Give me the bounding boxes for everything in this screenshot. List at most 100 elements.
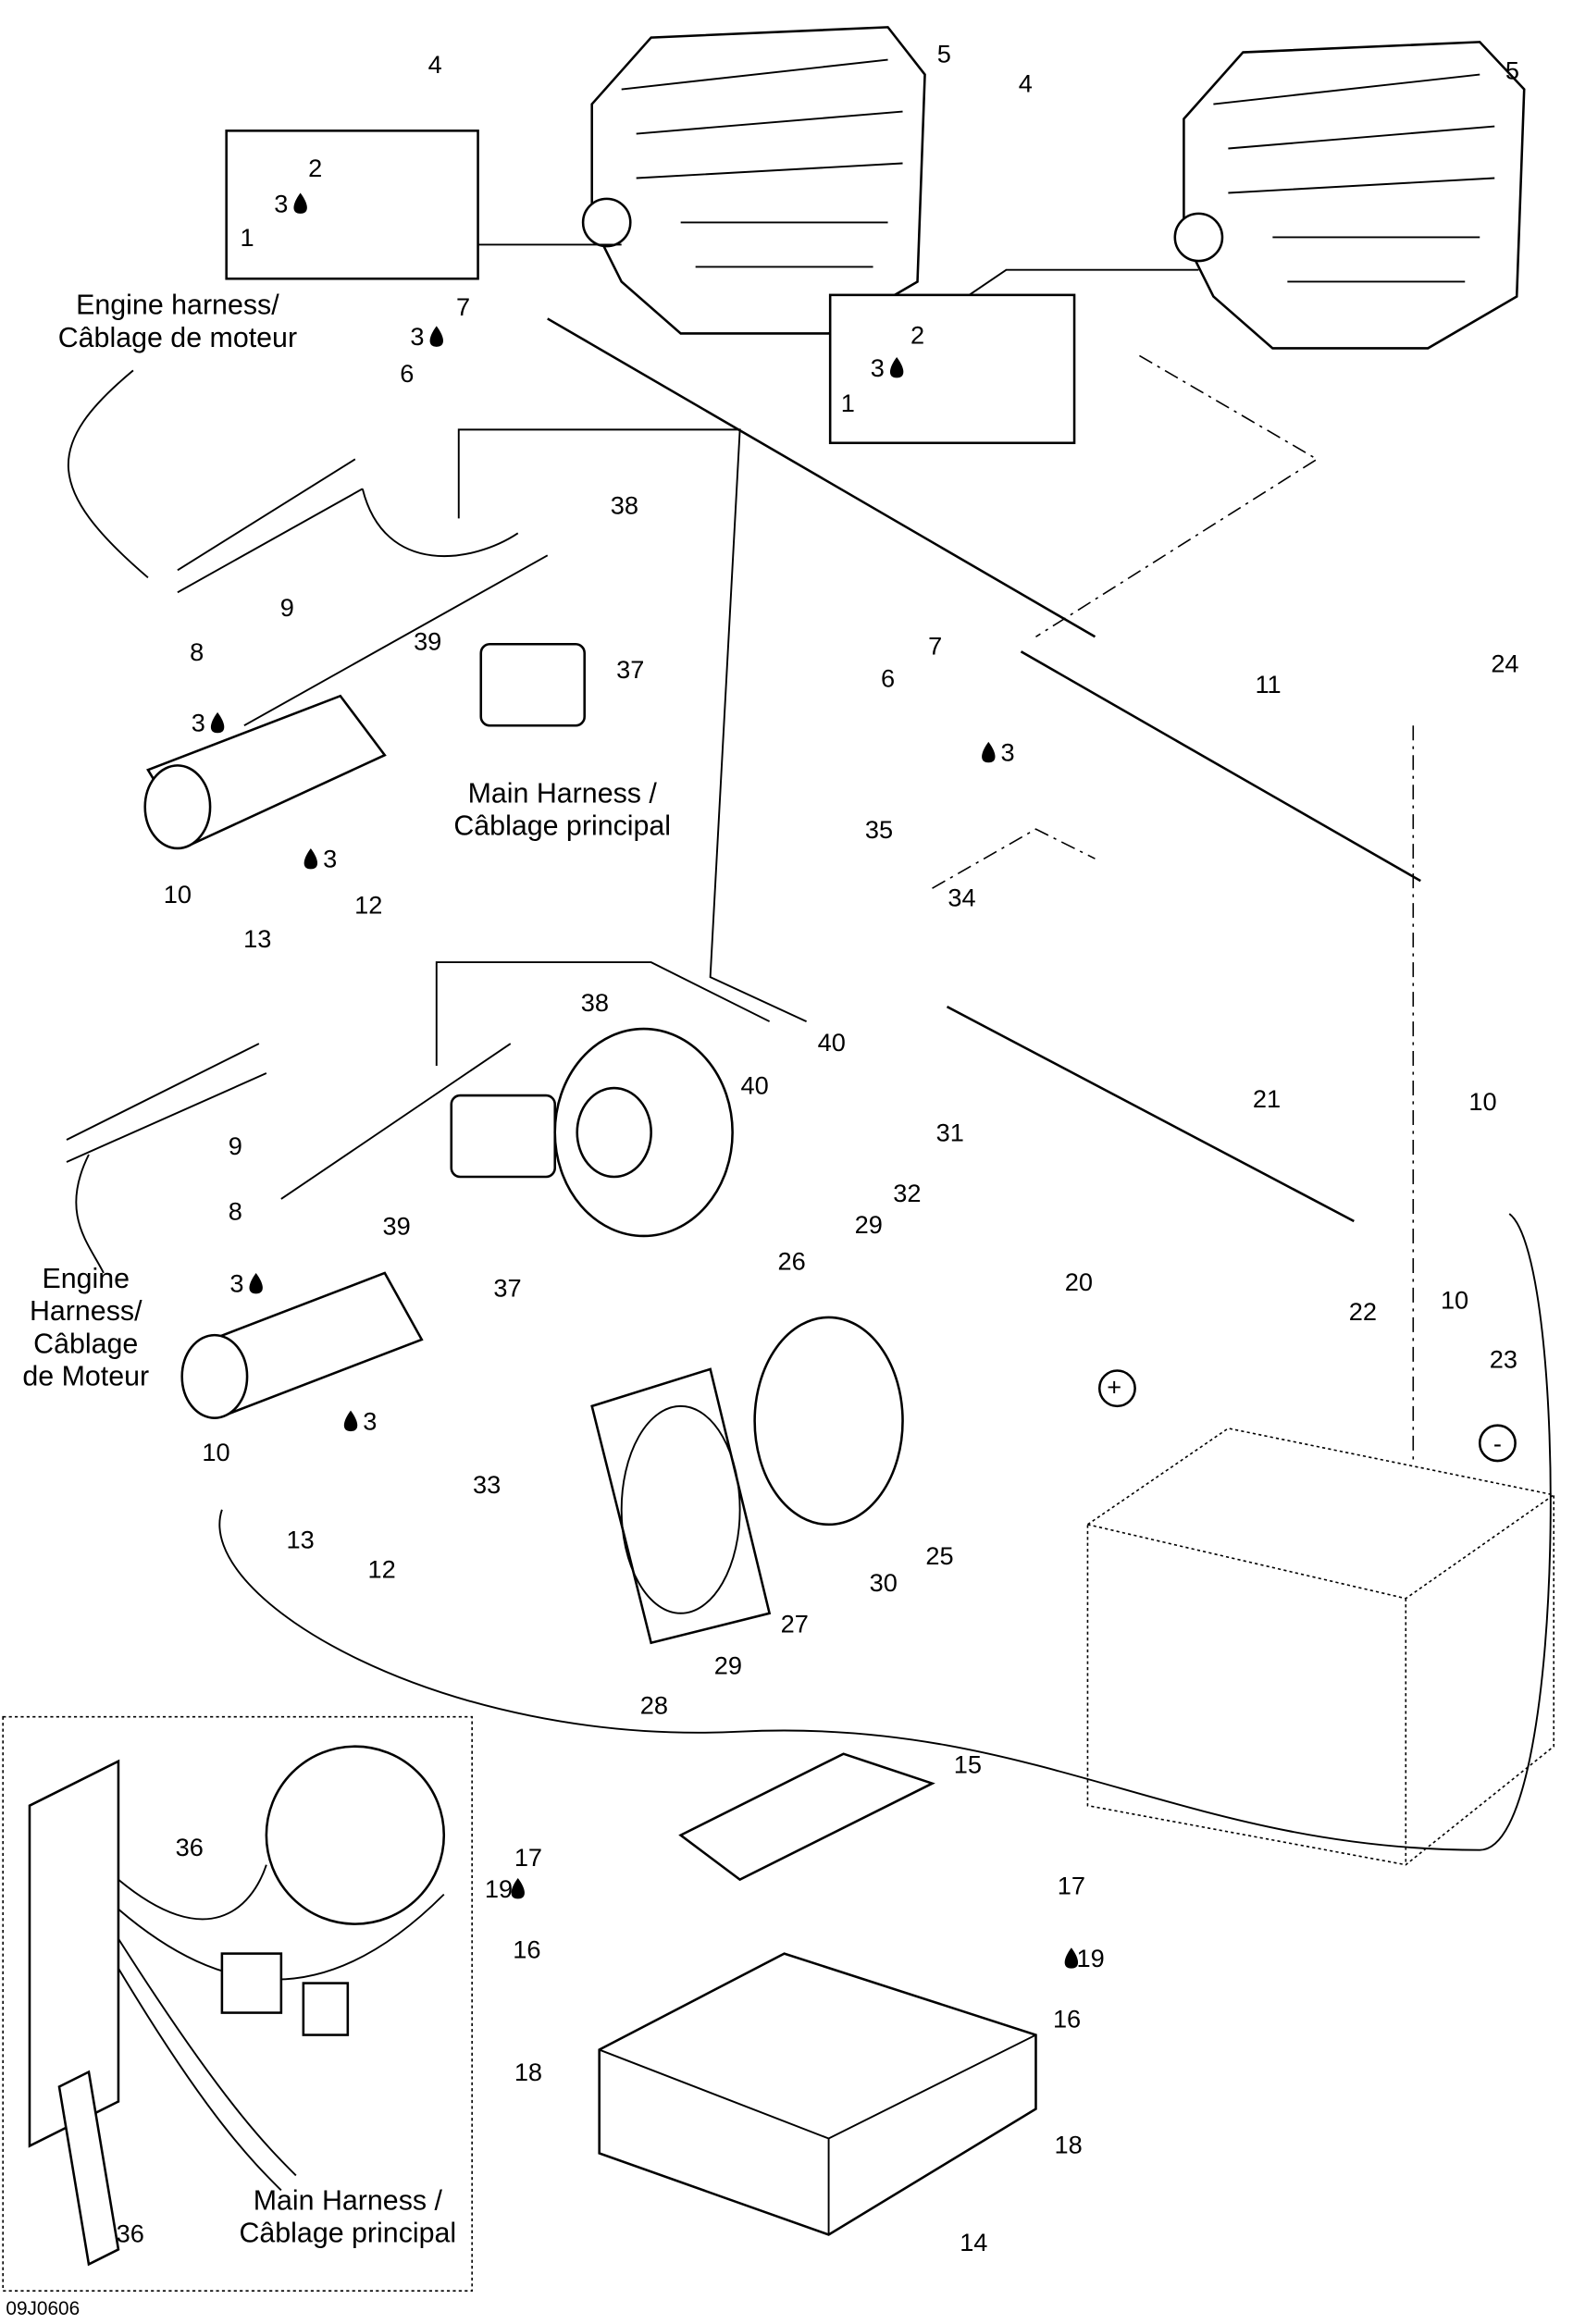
callout-14: 14 — [960, 2228, 987, 2256]
callout-3: 3 — [871, 353, 885, 382]
callout-12: 12 — [367, 1554, 395, 1583]
callout-10: 10 — [1468, 1087, 1496, 1116]
callout-39: 39 — [414, 627, 441, 656]
callout-25: 25 — [925, 1541, 953, 1570]
harness-label: Câblage principal — [239, 2217, 456, 2248]
drop-icon — [511, 1878, 525, 1899]
callout-3: 3 — [274, 189, 288, 217]
engine-left — [581, 26, 926, 335]
harness-label: Main Harness / — [468, 777, 658, 809]
battery — [1086, 1369, 1555, 1866]
callout-10: 10 — [1441, 1285, 1468, 1314]
callout-17: 17 — [1058, 1872, 1085, 1900]
solenoid-upper — [479, 642, 586, 727]
harness-label: Main Harness / — [254, 2184, 443, 2216]
callout-4: 4 — [428, 50, 442, 79]
callout-28: 28 — [640, 1691, 668, 1720]
drop-icon — [249, 1272, 263, 1294]
callout-38: 38 — [581, 988, 609, 1017]
callout-3: 3 — [192, 709, 205, 737]
callout-29: 29 — [855, 1210, 883, 1239]
callout-36: 36 — [176, 1833, 204, 1861]
callout-3: 3 — [363, 1406, 377, 1435]
gaskets — [590, 1316, 904, 1645]
callout-+: + — [1107, 1373, 1121, 1402]
drop-icon — [982, 741, 996, 763]
harness-label: de Moteur — [22, 1360, 149, 1391]
diagram-code: 09J0606 — [6, 2298, 80, 2319]
drop-icon — [303, 847, 318, 870]
callout-9: 9 — [280, 593, 294, 622]
callout-29: 29 — [714, 1650, 742, 1679]
callout-3: 3 — [410, 322, 424, 351]
callout-12: 12 — [354, 890, 382, 919]
solenoid-lower — [450, 1094, 556, 1179]
callout-18: 18 — [514, 2058, 542, 2086]
callout-8: 8 — [229, 1196, 242, 1225]
stator-assembly — [553, 1027, 734, 1238]
starter-lower — [180, 1271, 424, 1419]
harness-label: Câblage principal — [453, 810, 671, 842]
callout-3: 3 — [1001, 738, 1015, 767]
callout-34: 34 — [948, 883, 975, 911]
callout-22: 22 — [1349, 1297, 1377, 1326]
harness-label: Câblage de moteur — [58, 322, 297, 353]
callout-2: 2 — [308, 154, 322, 182]
callout-6: 6 — [400, 359, 414, 388]
drop-icon — [343, 1410, 358, 1432]
callout-13: 13 — [243, 924, 271, 953]
callout-19: 19 — [485, 1874, 513, 1903]
callout-16: 16 — [513, 1935, 540, 1963]
callout-13: 13 — [287, 1525, 315, 1553]
callout-32: 32 — [893, 1179, 921, 1207]
callout-20: 20 — [1065, 1267, 1093, 1296]
callout-2: 2 — [910, 321, 924, 350]
callout-36: 36 — [117, 2219, 144, 2247]
battery-tray — [598, 1752, 1037, 2236]
callout-19: 19 — [1077, 1944, 1105, 1972]
callout-30: 30 — [870, 1568, 898, 1597]
drop-icon — [1064, 1947, 1079, 1969]
inset-connector — [28, 1745, 446, 2267]
callout-35: 35 — [865, 815, 893, 844]
callout-33: 33 — [473, 1470, 501, 1499]
callout-5: 5 — [937, 40, 951, 68]
callout-40: 40 — [740, 1070, 768, 1099]
callout-31: 31 — [936, 1119, 964, 1147]
callout-1: 1 — [241, 223, 254, 252]
callout-18: 18 — [1055, 2130, 1083, 2158]
harness-label: Engine harness/ — [76, 290, 279, 321]
callout-3: 3 — [323, 845, 337, 873]
drop-icon — [429, 326, 443, 347]
drop-icon — [210, 711, 225, 734]
callout-5: 5 — [1505, 56, 1519, 84]
callout-8: 8 — [190, 637, 204, 666]
callout-7: 7 — [928, 631, 942, 660]
callout-24: 24 — [1491, 649, 1518, 678]
hardware-box-left — [225, 130, 479, 280]
callout-10: 10 — [202, 1438, 229, 1466]
callout-40: 40 — [818, 1028, 846, 1057]
callout-3: 3 — [229, 1269, 243, 1298]
callout-10: 10 — [164, 880, 192, 909]
engine-right — [1173, 41, 1526, 350]
hardware-box-right — [828, 293, 1076, 445]
callout-17: 17 — [514, 1843, 542, 1872]
callout-1: 1 — [841, 389, 855, 417]
starter-upper — [143, 694, 387, 850]
drop-icon — [293, 192, 307, 214]
callout-15: 15 — [954, 1749, 982, 1778]
callout-11: 11 — [1255, 670, 1281, 698]
harness-label: Engine — [42, 1263, 130, 1294]
harness-label: Harness/ — [30, 1295, 142, 1327]
callout-27: 27 — [781, 1610, 809, 1638]
drop-icon — [889, 357, 904, 378]
callout-7: 7 — [456, 292, 470, 321]
callout-16: 16 — [1053, 2005, 1081, 2034]
callout-23: 23 — [1490, 1344, 1517, 1373]
inset-frame — [2, 1715, 473, 2293]
callout-26: 26 — [777, 1247, 805, 1276]
callout-21: 21 — [1253, 1084, 1281, 1113]
callout-37: 37 — [493, 1274, 521, 1303]
callout-6: 6 — [881, 664, 895, 693]
